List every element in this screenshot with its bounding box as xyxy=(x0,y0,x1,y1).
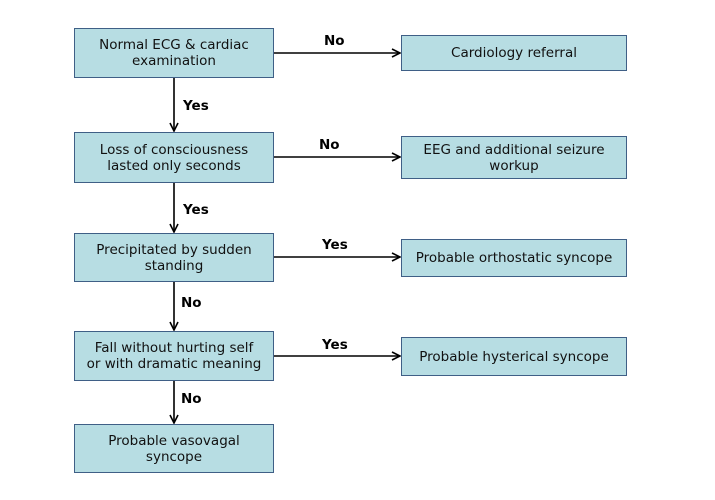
node-fall-without-hurting: Fall without hurting self or with dramat… xyxy=(74,331,274,381)
node-hysterical-syncope: Probable hysterical syncope xyxy=(401,337,627,376)
node-loss-of-consciousness: Loss of consciousness lasted only second… xyxy=(74,132,274,183)
node-sudden-standing: Precipitated by sudden standing xyxy=(74,233,274,282)
label-ecg-to-loc: Yes xyxy=(183,98,209,114)
label-ecg-to-referral: No xyxy=(324,33,345,49)
label-fall-to-hysterical: Yes xyxy=(322,337,348,353)
node-cardiology-referral: Cardiology referral xyxy=(401,35,627,71)
node-ecg-exam: Normal ECG & cardiac examination xyxy=(74,28,274,78)
label-loc-to-eeg: No xyxy=(319,137,340,153)
node-vasovagal-syncope: Probable vasovagal syncope xyxy=(74,424,274,473)
label-standing-to-orthostatic: Yes xyxy=(322,237,348,253)
label-standing-to-fall: No xyxy=(181,295,202,311)
label-fall-to-vasovagal: No xyxy=(181,391,202,407)
node-eeg-workup: EEG and additional seizure workup xyxy=(401,136,627,179)
label-loc-to-standing: Yes xyxy=(183,202,209,218)
node-orthostatic-syncope: Probable orthostatic syncope xyxy=(401,239,627,277)
